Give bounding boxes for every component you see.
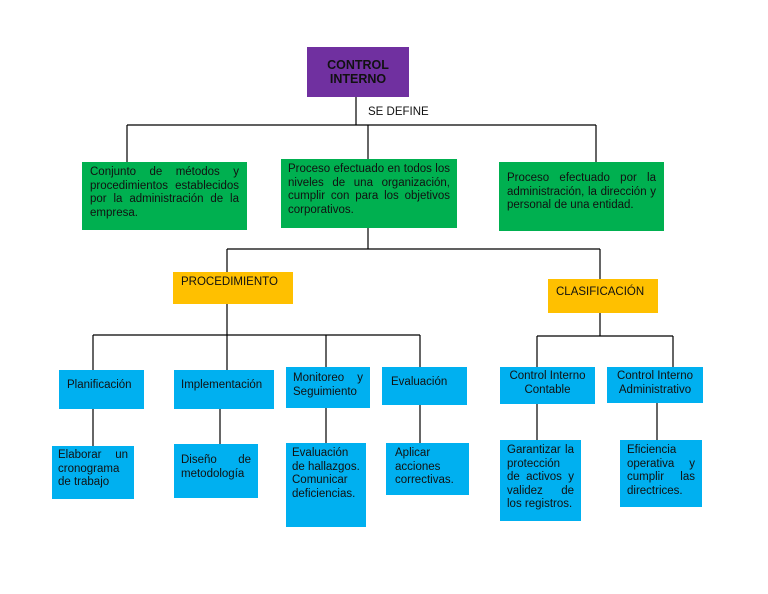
detail-contable: Garantizar la protección de activos y va… <box>500 440 581 521</box>
definition-text: Proceso efectuado en todos los niveles d… <box>288 163 450 216</box>
item-administrativo: Control Interno Administrativo <box>607 367 703 403</box>
category-label: CLASIFICACIÓN <box>556 286 645 298</box>
category-procedimiento: PROCEDIMIENTO <box>173 272 293 304</box>
detail-evaluacion: Aplicar acciones correctivas. <box>386 443 469 495</box>
detail-text: Aplicar acciones correctivas. <box>395 447 454 486</box>
detail-administrativo: Eficiencia operativa y cumplir las direc… <box>620 440 702 507</box>
item-label: Implementación <box>181 379 263 391</box>
item-label: Monitoreo y Seguimiento <box>293 372 363 398</box>
category-label: PROCEDIMIENTO <box>181 276 278 288</box>
item-evaluacion: Evaluación <box>382 367 467 405</box>
detail-text: Diseño de metodología <box>181 454 251 480</box>
root-title: CONTROL INTERNO <box>327 58 389 86</box>
item-label: Planificación <box>67 379 132 391</box>
item-planificacion: Planificación <box>59 370 144 409</box>
detail-text: Garantizar la protección de activos y va… <box>507 444 574 510</box>
detail-text: Elaborar un cronograma de trabajo <box>58 449 128 488</box>
definition-node-2: Proceso efectuado en todos los niveles d… <box>281 159 457 228</box>
category-clasificacion: CLASIFICACIÓN <box>548 279 658 313</box>
item-label: Control Interno Contable <box>509 370 586 396</box>
definition-text: Conjunto de métodos y procedimientos est… <box>90 166 239 219</box>
edge-label: SE DEFINE <box>368 106 429 118</box>
item-implementacion: Implementación <box>174 370 274 409</box>
item-label: Evaluación <box>391 376 448 388</box>
definition-text: Proceso efectuado por la administración,… <box>507 172 656 211</box>
detail-text: Evaluación de hallazgos. Comunicar defic… <box>292 447 360 500</box>
detail-text: Eficiencia operativa y cumplir las direc… <box>627 444 695 497</box>
definition-node-3: Proceso efectuado por la administración,… <box>499 162 664 231</box>
detail-implementacion: Diseño de metodología <box>174 444 258 498</box>
detail-monitoreo: Evaluación de hallazgos. Comunicar defic… <box>286 443 366 527</box>
definition-node-1: Conjunto de métodos y procedimientos est… <box>82 162 247 230</box>
item-label: Control Interno Administrativo <box>616 370 694 396</box>
root-node: CONTROL INTERNO <box>307 47 409 97</box>
detail-planificacion: Elaborar un cronograma de trabajo <box>52 446 134 499</box>
item-contable: Control Interno Contable <box>500 367 595 404</box>
item-monitoreo: Monitoreo y Seguimiento <box>286 367 370 408</box>
